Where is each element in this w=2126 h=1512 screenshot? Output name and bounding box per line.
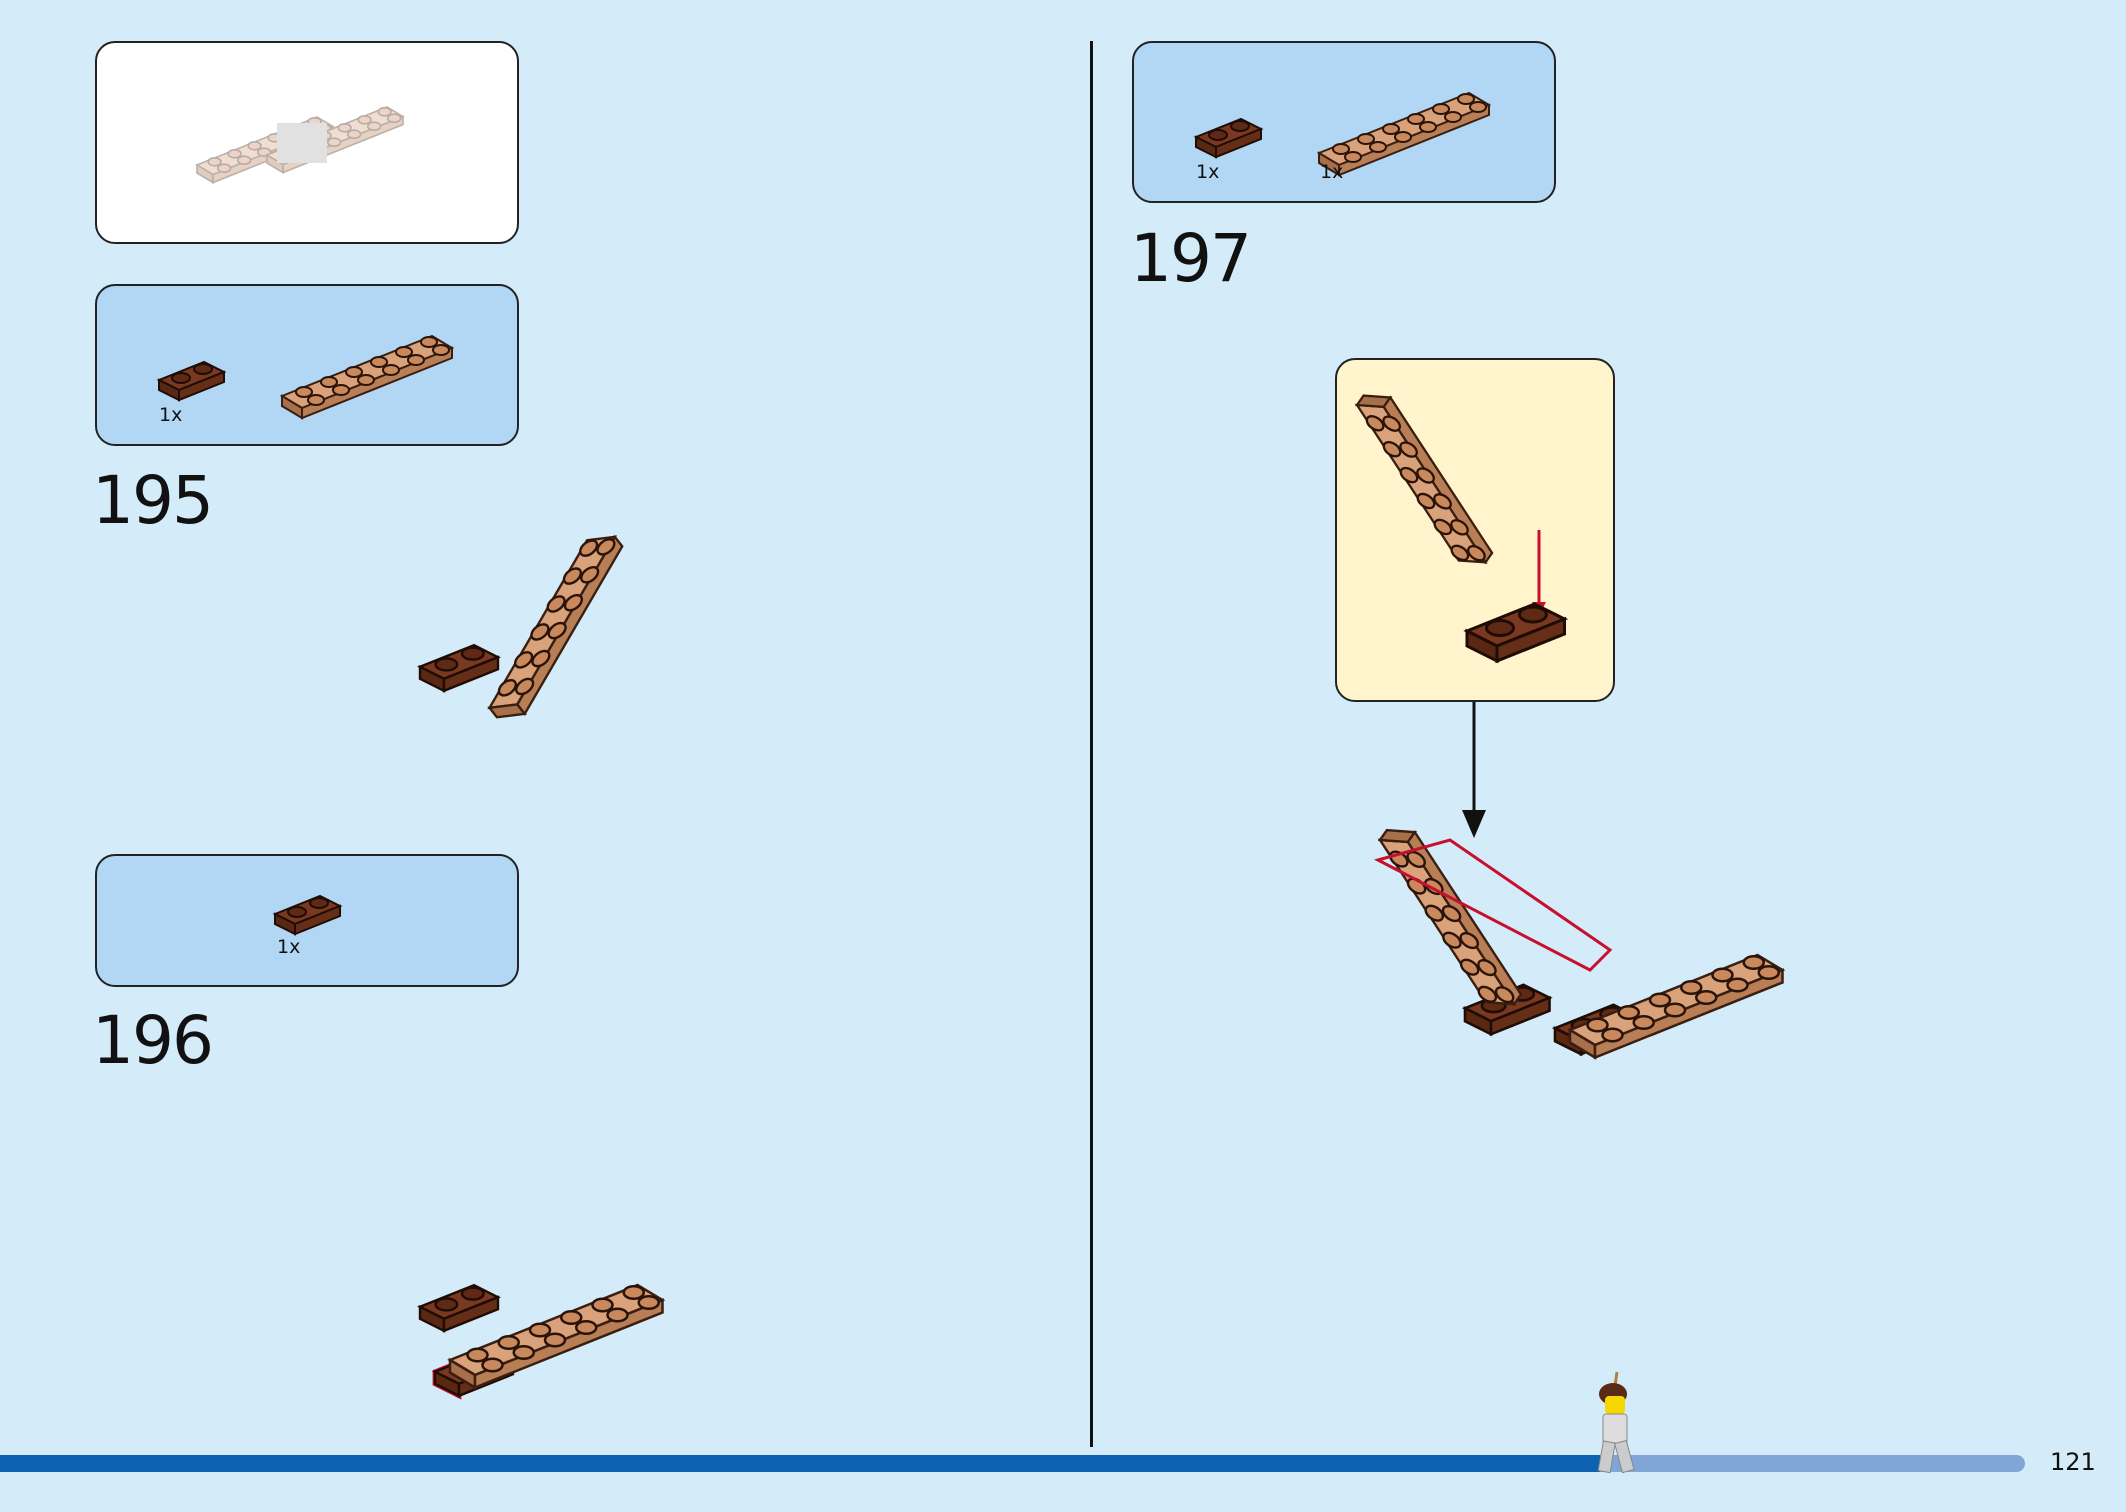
sub-assembly-callout (1316, 358, 1615, 702)
callout-assembly (1316, 383, 1566, 663)
step-number: 197 (1130, 220, 1252, 297)
step-195-assembly (418, 524, 668, 730)
previous-model-box (95, 41, 519, 244)
part-qty: 1x (159, 404, 183, 426)
part-qty: 1x (277, 936, 301, 958)
part-qty: 1x (1320, 161, 1344, 183)
minifigure-icon (1597, 1371, 1635, 1474)
parts-list-196: 1x (95, 854, 519, 987)
parts-list-195: 1x (95, 284, 519, 446)
model-preview-image (196, 106, 404, 184)
part-qty: 1x (1196, 161, 1220, 183)
step-number: 195 (92, 462, 214, 539)
part-2x6-plate-nougat (1318, 92, 1490, 176)
part-1x2-plate-brown (1195, 118, 1262, 158)
step-197-assembly (1337, 817, 1784, 1059)
part-1x2-plate-brown (274, 895, 341, 935)
part-1x2-plate-brown (158, 361, 225, 401)
progress-bar-track (1600, 1455, 2025, 1472)
page-divider (1090, 41, 1093, 1447)
part-2x6-plate-nougat (281, 335, 453, 419)
progress-bar-fill (0, 1455, 1620, 1472)
page-number: 121 (2050, 1448, 2096, 1476)
callout-arrow (1462, 702, 1486, 838)
parts-list-197: 1x 1x (1132, 41, 1556, 203)
step-196-assembly (418, 1283, 664, 1400)
step-number: 196 (92, 1002, 214, 1079)
